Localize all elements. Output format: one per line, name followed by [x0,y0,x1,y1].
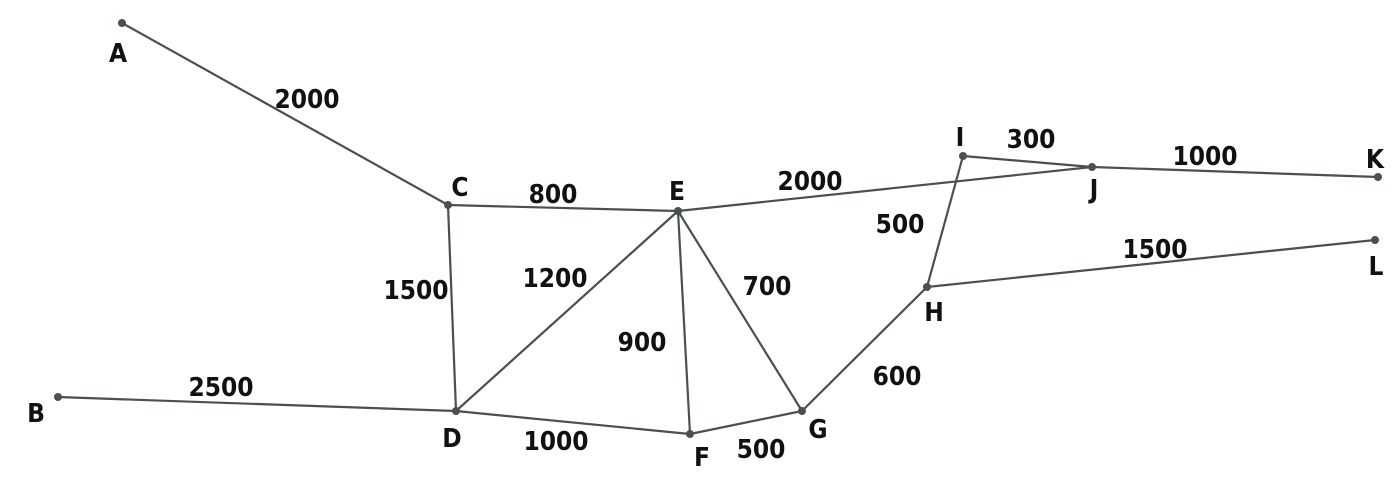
edge-d-e [455,210,679,412]
node-label-l: L [1369,252,1384,282]
edge-a-c [121,22,449,206]
nodes-layer [54,19,1382,438]
node-label-a: A [109,39,127,69]
node-label-h: H [924,298,944,328]
edge-weight-e-j: 2000 [777,167,842,197]
node-label-f: F [694,443,710,473]
node-d [452,407,460,415]
edge-weight-d-e: 1200 [522,264,587,294]
node-label-d: D [442,424,461,454]
node-l [1371,236,1379,244]
edge-f-g [689,409,803,436]
edge-g-h [801,286,928,412]
node-k [1374,173,1382,181]
edge-i-j [962,154,1093,169]
edge-labels-layer: 2000 800 1500 2500 1200 1000 900 700 500 2000 600 5… [188,85,1237,465]
edge-c-e [447,203,679,213]
node-label-e: E [669,177,685,207]
edge-weight-h-i: 500 [876,210,925,240]
node-e [674,207,682,215]
node-labels-layer: A B C D E F G H I J K L [27,39,1385,473]
edge-b-d [57,395,457,413]
node-label-j: J [1088,175,1099,205]
edge-j-k [1091,165,1379,179]
node-h [923,283,931,291]
edge-weight-i-j: 300 [1007,125,1056,155]
edge-weight-c-d: 1500 [383,276,448,306]
node-b [54,393,62,401]
node-label-b: B [27,399,45,429]
node-i [959,152,967,160]
edge-c-d [446,204,458,412]
edge-e-g [677,210,803,412]
edge-weight-c-e: 800 [529,180,578,210]
edge-weight-f-g: 500 [737,435,786,465]
node-label-k: K [1366,145,1385,175]
node-c [444,201,452,209]
node-label-i: I [956,123,965,153]
edge-e-f [676,210,692,435]
edges-layer [57,22,1379,436]
edge-h-i [925,155,965,288]
edge-e-j [677,165,1093,213]
node-label-c: C [451,173,468,203]
edge-weight-j-k: 1000 [1172,142,1237,172]
node-f [686,430,694,438]
edge-h-l [926,238,1376,289]
edge-weight-e-f: 900 [618,328,667,358]
node-g [798,407,806,415]
node-label-g: G [808,415,827,445]
edge-d-f [455,409,691,436]
edge-weight-b-d: 2500 [188,373,253,403]
edge-weight-d-f: 1000 [523,427,588,457]
node-j [1088,163,1096,171]
edge-weight-h-l: 1500 [1122,235,1187,265]
node-a [118,19,126,27]
edge-weight-e-g: 700 [743,272,792,302]
edge-weight-a-c: 2000 [274,85,339,115]
edge-weight-g-h: 600 [873,362,922,392]
